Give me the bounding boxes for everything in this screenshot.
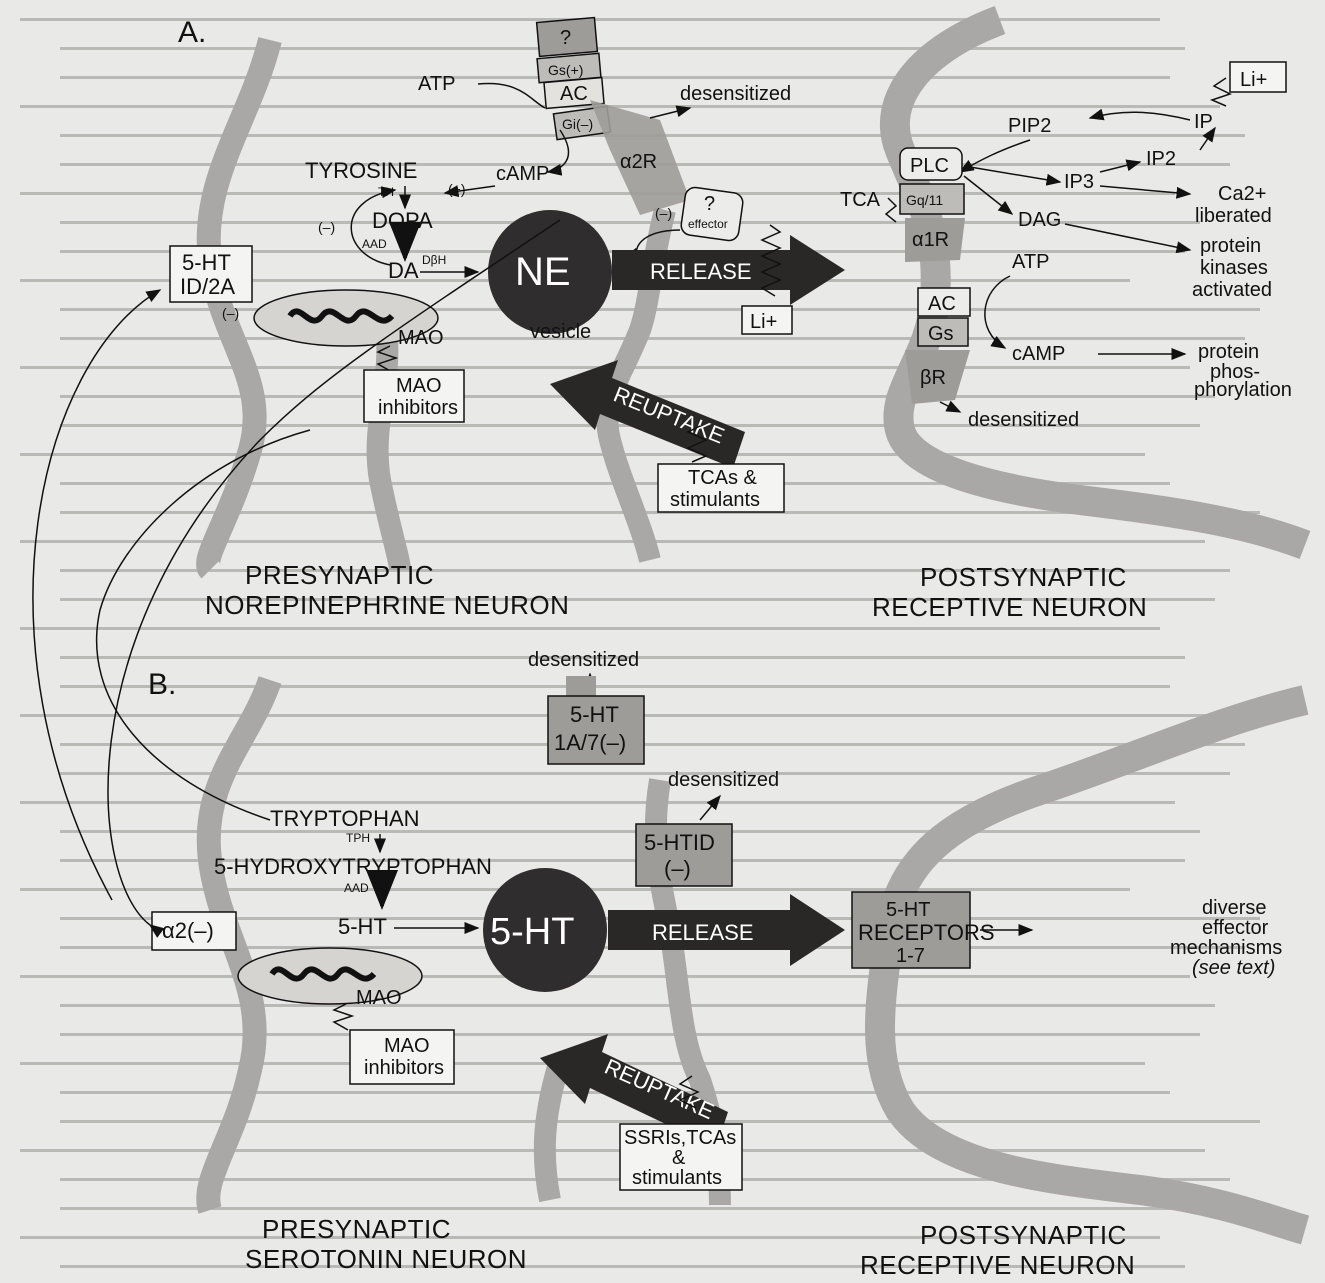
ac-label-post: AC: [928, 293, 956, 315]
protein-kinases-2: kinases: [1200, 257, 1268, 279]
cross-arrow-tryptophan: [97, 430, 310, 820]
gs-label-post: Gs: [928, 323, 954, 345]
effector-unknown: ?: [704, 193, 715, 215]
tryptophan-label: TRYPTOPHAN: [270, 806, 420, 831]
desensitized-a2r: desensitized: [680, 83, 791, 105]
atp-label-post: ATP: [1012, 251, 1049, 273]
presynaptic-5ht-title-1: PRESYNAPTIC: [262, 1214, 451, 1244]
presynaptic-ne-title-1: PRESYNAPTIC: [245, 560, 434, 590]
li-label-a: Li+: [750, 311, 777, 333]
postsynaptic-a-title-2: RECEPTIVE NEURON: [872, 592, 1147, 622]
vesicle-label: vesicle: [530, 321, 591, 343]
protein-phos-3: phorylation: [1194, 379, 1292, 401]
aad-label-a: AAD: [362, 237, 387, 251]
tcas-a-line1: TCAs &: [688, 467, 758, 489]
ht1a-line2: 1A/7(–): [554, 730, 626, 755]
tph-label: TPH: [346, 831, 370, 845]
panel-b-label: B.: [148, 668, 176, 701]
mao-label-a: MAO: [398, 327, 444, 349]
receptors-line1: 5-HT: [886, 899, 930, 921]
effector-label: effector: [688, 217, 728, 231]
see-text-label: (see text): [1192, 957, 1275, 979]
receptor-unknown-label: ?: [560, 27, 571, 49]
mechanisms-label: mechanisms: [1170, 937, 1282, 959]
gs-plus-label: Gs(+): [548, 62, 583, 78]
ht-id2a-sign: (–): [222, 305, 239, 321]
receptor-stack-a: ? Gs(+) AC Gi(–) α2R: [537, 18, 690, 215]
effector-label-b: effector: [1202, 917, 1269, 939]
a2-label: α2(–): [162, 918, 214, 943]
protein-kinases-1: protein: [1200, 235, 1261, 257]
a1r-label: α1R: [912, 229, 949, 251]
tcas-a-line2: stimulants: [670, 489, 760, 511]
5ht-vesicle-label: 5-HT: [490, 911, 574, 953]
ip2-label: IP2: [1146, 148, 1176, 170]
gq-label: Gq/11: [906, 192, 943, 208]
mao-inhibitors-b-line1: MAO: [384, 1035, 430, 1057]
panel-a-label: A.: [178, 16, 206, 49]
li-label-post: Li+: [1240, 69, 1267, 91]
tca-label: TCA: [840, 189, 881, 211]
postsynaptic-a-title-1: POSTSYNAPTIC: [920, 562, 1127, 592]
tyrosine-label: TYROSINE: [305, 158, 417, 183]
ht-id2a-line2: ID/2A: [180, 274, 235, 299]
desensitized-mid-b: desensitized: [668, 769, 779, 791]
dag-label: DAG: [1018, 209, 1061, 231]
plc-label: PLC: [910, 155, 949, 177]
pip2-label: PIP2: [1008, 115, 1051, 137]
presynaptic-ne-title-2: NOREPINEPHRINE NEURON: [205, 590, 569, 620]
mao-inhibitors-b-line2: inhibitors: [364, 1057, 444, 1079]
mao-inhibitors-a-line1: MAO: [396, 375, 442, 397]
release-label-b: RELEASE: [652, 920, 754, 945]
htp-label: 5-HYDROXYTRYPTOPHAN: [214, 854, 492, 879]
desensitized-br: desensitized: [968, 409, 1079, 431]
minus-feedback: (–): [318, 219, 335, 235]
diverse-label: diverse: [1202, 897, 1266, 919]
liberated-label: liberated: [1195, 205, 1272, 227]
dbh-label: DβH: [422, 253, 446, 267]
ca-label: Ca2+: [1218, 183, 1266, 205]
plus-camp: (+): [448, 181, 466, 197]
br-label: βR: [920, 367, 946, 389]
mao-inhibitors-a-line2: inhibitors: [378, 397, 458, 419]
postsynaptic-b-title-2: RECEPTIVE NEURON: [860, 1250, 1135, 1280]
ssri-line3: stimulants: [632, 1167, 722, 1189]
a2r-label: α2R: [620, 151, 657, 173]
dopa-label: DOPA: [372, 208, 433, 233]
ht-id2a-line1: 5-HT: [182, 250, 231, 275]
ssri-line1: SSRIs,TCAs: [624, 1127, 736, 1149]
camp-label-post: cAMP: [1012, 343, 1065, 365]
ip3-label: IP3: [1064, 171, 1094, 193]
5ht-label: 5-HT: [338, 914, 387, 939]
protein-phos-1: protein: [1198, 341, 1259, 363]
camp-label-a: cAMP: [496, 163, 549, 185]
release-label-a: RELEASE: [650, 259, 752, 284]
ip-label: IP: [1194, 111, 1213, 133]
ssri-line2: &: [672, 1147, 686, 1169]
ne-label: NE: [515, 250, 571, 294]
receptors-line3: 1-7: [896, 945, 925, 967]
presynaptic-5ht-title-2: SEROTONIN NEURON: [245, 1244, 527, 1274]
effector-minus: (–): [655, 205, 672, 221]
cross-arrow-5ht-to-a: [33, 290, 160, 900]
htid-line2: (–): [664, 856, 691, 881]
mao-label-b: MAO: [356, 987, 402, 1009]
gi-minus-label: Gi(–): [562, 116, 593, 132]
aad-label-b: AAD: [344, 881, 369, 895]
protein-kinases-3: activated: [1192, 279, 1272, 301]
desensitized-top-b: desensitized: [528, 649, 639, 671]
htid-line1: 5-HTID: [644, 830, 715, 855]
postsynaptic-b-title-1: POSTSYNAPTIC: [920, 1220, 1127, 1250]
presynaptic-5ht-membrane-right: [545, 1060, 560, 1200]
da-label: DA: [388, 258, 419, 283]
ac-label: AC: [560, 83, 588, 105]
ht1a-line1: 5-HT: [570, 702, 619, 727]
receptors-line2: RECEPTORS: [858, 920, 995, 945]
atp-label-a: ATP: [418, 73, 455, 95]
